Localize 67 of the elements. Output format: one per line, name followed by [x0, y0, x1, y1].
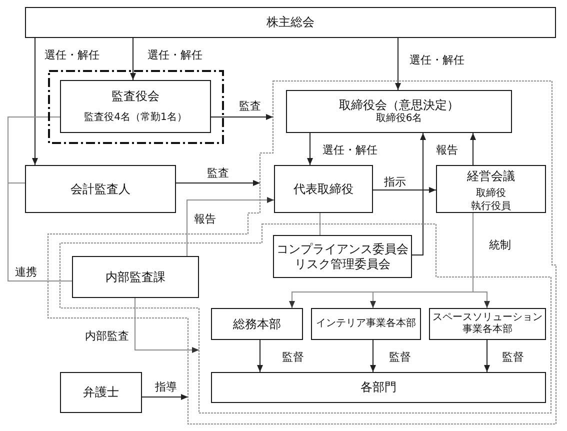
org-box [25, 165, 176, 213]
edge-label: 指示 [383, 175, 407, 189]
box-label: 会計監査人 [70, 182, 130, 196]
connector-line [8, 182, 72, 282]
arrow [412, 132, 426, 256]
edge-label: 報告 [193, 212, 217, 226]
arrow [176, 180, 260, 186]
box-label: 各部門 [360, 380, 396, 395]
dash-dot-frame [48, 70, 224, 144]
box-sublabel: 執行役員 [471, 201, 511, 214]
arrow [134, 298, 200, 353]
edge-label: 報告 [435, 143, 459, 157]
arrow [32, 38, 38, 166]
org-box [72, 256, 199, 298]
edge-label: 監督 [501, 350, 525, 364]
arrow [370, 340, 376, 372]
edge-label: 指導 [154, 380, 178, 394]
org-box [273, 235, 412, 278]
box-sublabel: 監査役4名（常勤1名） [84, 112, 187, 124]
edge-label: 統制 [488, 238, 512, 252]
box-label: 取締役会（意思決定） [339, 98, 459, 112]
box-label: 株主総会 [266, 15, 314, 30]
edge-label: 内部監査 [84, 329, 130, 343]
edge-label: 監督 [281, 350, 305, 364]
edge-label: 選任・解任 [408, 53, 466, 67]
edge-label: 連携 [14, 265, 38, 279]
edge-label: 監査 [238, 99, 262, 113]
org-box [60, 372, 142, 413]
edge-label: 選任・解任 [322, 143, 378, 157]
arrow [372, 187, 436, 193]
arrow [307, 132, 313, 166]
arrow [257, 340, 263, 372]
arrow [470, 132, 476, 166]
box-label: 総務本部 [233, 316, 281, 332]
box-sublabel: 取締役 [476, 188, 506, 200]
box-label: インテリア事業各本部 [316, 318, 416, 330]
org-box [311, 308, 421, 340]
box-sublabel: リスク管理委員会 [294, 257, 390, 272]
org-box [25, 7, 556, 38]
box-sublabel: 取締役6名 [376, 113, 422, 126]
org-box [60, 80, 211, 133]
box-label: 監査役会 [112, 88, 160, 104]
arrow [395, 38, 401, 90]
dotted-boundary [60, 224, 551, 413]
arrow [130, 38, 136, 80]
dotted-boundary [48, 81, 556, 424]
org-box [274, 165, 373, 213]
edge-label: 選任・解任 [44, 48, 100, 62]
box-label: 代表取締役 [294, 182, 354, 196]
edge-label: 監査 [206, 166, 230, 180]
arrow [186, 197, 274, 256]
arrow [472, 212, 490, 308]
box-label: コンプライアンス委員会 [276, 242, 408, 256]
edge-label: 監督 [388, 350, 412, 364]
box-label: 内部監査課 [106, 270, 166, 284]
edge-label: 選任・解任 [146, 48, 204, 62]
org-box [286, 90, 512, 133]
arrow [142, 394, 188, 400]
box-label: 弁護士 [83, 385, 119, 400]
org-box [436, 165, 546, 213]
connector-line [8, 116, 60, 184]
org-box [211, 372, 546, 403]
arrow [484, 340, 490, 372]
arrow [210, 114, 274, 120]
box-label: スペースソリューション事業各本部 [432, 312, 542, 336]
box-label: 経営会議 [467, 169, 515, 184]
org-box [211, 308, 303, 340]
